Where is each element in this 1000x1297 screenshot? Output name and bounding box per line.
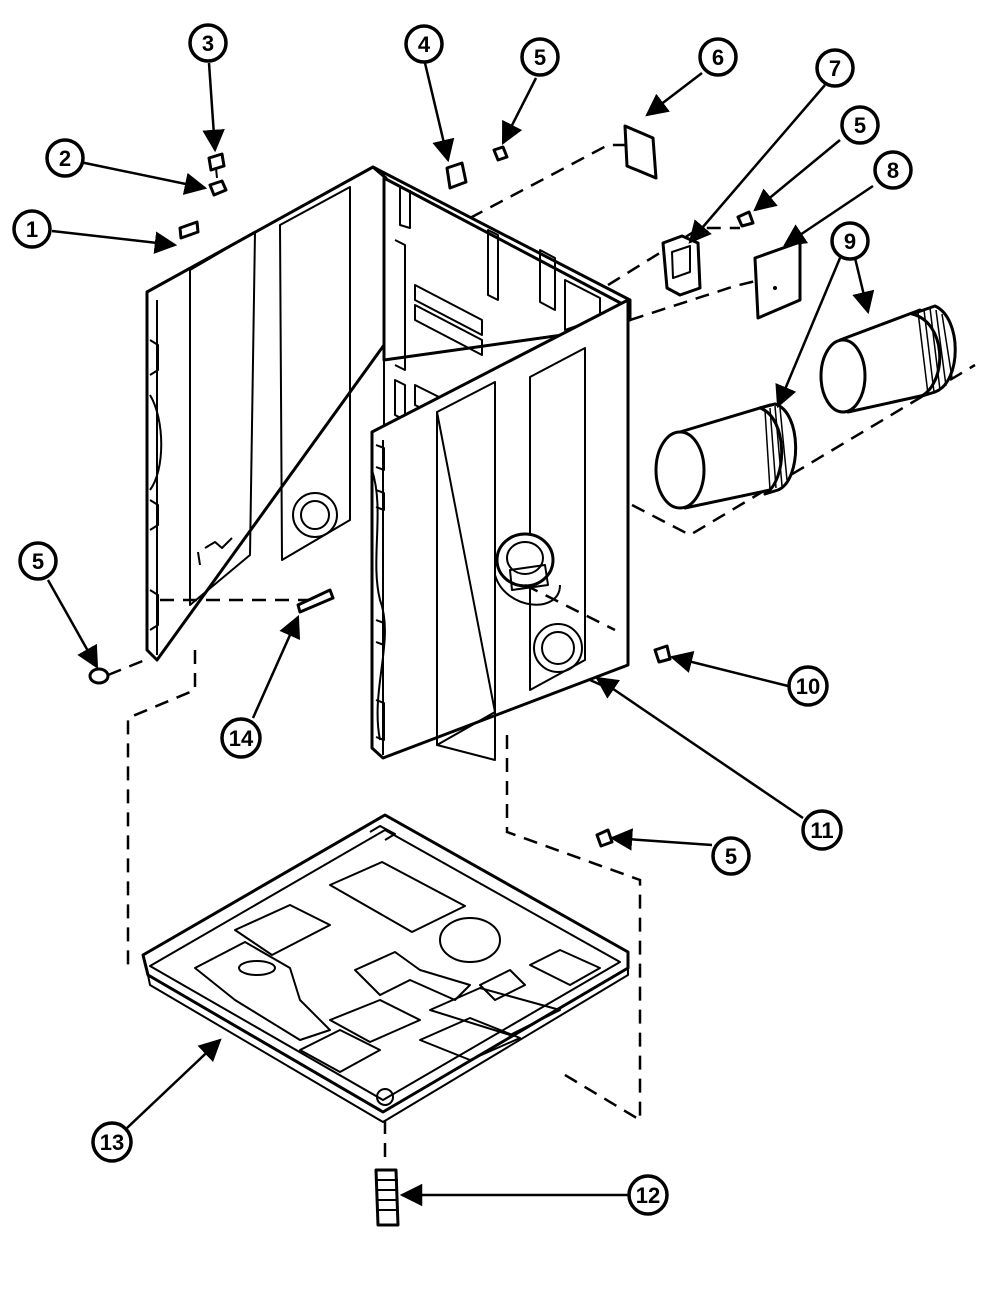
plate-part-8 [753,240,802,320]
callout-12: 12 [627,1174,669,1216]
svg-text:10: 10 [796,674,820,699]
bracket-part-4 [445,161,468,190]
svg-text:1: 1 [26,217,38,242]
callout-5-top: 5 [520,37,560,77]
callout-3: 3 [188,23,228,63]
duct-upper [819,304,957,414]
svg-text:2: 2 [59,146,71,171]
callouts: 1 2 3 4 5 6 7 5 8 9 5 10 11 14 5 13 [12,23,913,1216]
svg-text:5: 5 [854,113,866,138]
callout-14: 14 [220,717,262,759]
callout-11: 11 [801,809,843,851]
nut-part-2 [208,179,228,197]
small-parts [88,124,802,1227]
label-part-14 [296,588,335,614]
vent-ducts-part-9 [654,304,957,510]
svg-text:6: 6 [712,45,724,70]
callout-5-right: 5 [840,105,880,145]
svg-text:4: 4 [418,32,431,57]
cabinet-base [141,813,630,1123]
callout-10: 10 [787,665,829,707]
cabinet-left-back [145,165,632,662]
callout-4: 4 [404,24,444,64]
callout-7: 7 [815,48,855,88]
svg-text:7: 7 [829,56,841,81]
callout-13: 13 [91,1121,133,1163]
assembly-guide-lines [107,143,976,1165]
duct-lower [654,402,798,510]
svg-text:11: 11 [810,818,833,843]
svg-text:5: 5 [32,549,44,574]
screw-part-5-left [88,667,110,685]
svg-text:13: 13 [100,1130,124,1155]
plate-part-6 [623,124,658,180]
clip-part-1 [178,220,200,240]
callout-9: 9 [830,221,870,261]
svg-text:5: 5 [725,844,737,869]
clip-part-7 [661,234,702,297]
callout-5-left: 5 [18,541,58,581]
svg-text:3: 3 [202,31,214,56]
svg-text:5: 5 [534,45,546,70]
callout-1: 1 [12,209,52,249]
screw-part-5-top [492,145,509,162]
callout-6: 6 [698,37,738,77]
svg-text:12: 12 [636,1183,660,1208]
cabinet-right-panel [370,298,630,761]
callout-8: 8 [873,150,913,190]
screw-part-5-bottom [595,828,614,848]
svg-text:14: 14 [229,726,254,751]
callout-5-bottom: 5 [711,836,751,876]
screw-part-5-right-top [736,210,755,228]
callout-2: 2 [45,138,85,178]
leader-lines [46,62,875,1207]
svg-text:9: 9 [844,229,856,254]
screw-part-10 [653,644,672,664]
svg-text:8: 8 [887,158,899,183]
leveling-foot-part-12 [374,1168,400,1227]
screw-part-3 [207,152,226,179]
